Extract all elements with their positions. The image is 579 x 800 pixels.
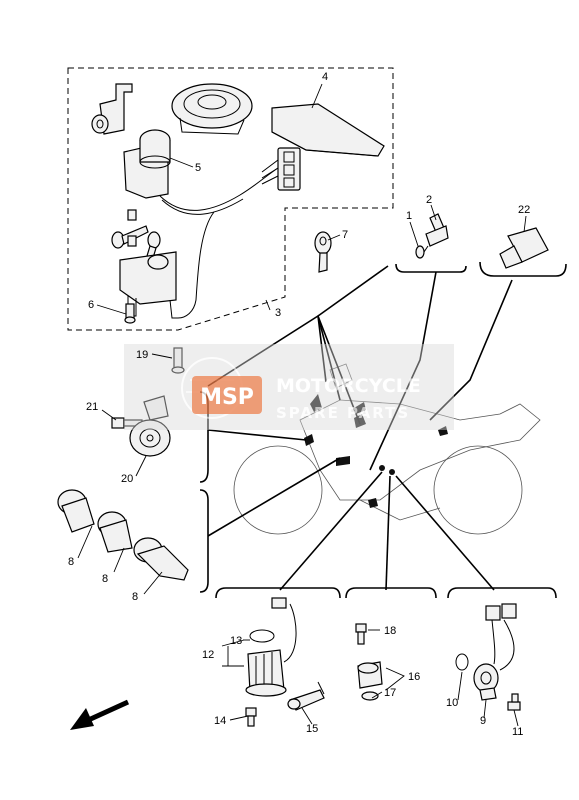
part-label-18[interactable]: 18 [384, 625, 396, 637]
part-label-2[interactable]: 2 [426, 194, 432, 206]
front-direction-arrow-icon [70, 699, 130, 730]
watermark: MSP MOTORCYCLE SPARE PARTS [124, 344, 454, 430]
part-13-o-ring[interactable] [249, 629, 275, 643]
part-18-bolt[interactable] [355, 623, 367, 645]
part-2-sensor[interactable] [423, 213, 449, 253]
part-labels: 4 5 6 3 7 1 2 22 19 21 20 8 8 8 13 12 14… [68, 71, 530, 738]
callout-bracket-1-2 [395, 263, 467, 273]
part-label-1[interactable]: 1 [406, 210, 412, 222]
part-label-7[interactable]: 7 [342, 229, 348, 241]
part-label-16[interactable]: 16 [408, 671, 420, 683]
part-7-key[interactable] [314, 231, 332, 273]
motorcycle-silhouette [233, 363, 541, 535]
part-22-relay[interactable] [499, 227, 549, 269]
part-20-horn[interactable] [129, 419, 171, 457]
watermark-line1: MOTORCYCLE [276, 375, 421, 397]
part-label-13[interactable]: 13 [230, 635, 242, 647]
part-number-leaders [77, 83, 527, 727]
part-9-sensor[interactable] [473, 603, 517, 701]
part-14-bolt[interactable] [245, 707, 257, 727]
part-11-bolt[interactable] [507, 693, 521, 711]
part-16-sensor[interactable] [357, 661, 383, 689]
callout-bracket-22 [479, 261, 567, 277]
part-label-15[interactable]: 15 [306, 723, 318, 735]
callout-bracket-sensor-9 [447, 587, 557, 599]
part-label-8c[interactable]: 8 [132, 591, 138, 603]
part-label-8b[interactable]: 8 [102, 573, 108, 585]
part-label-21[interactable]: 21 [86, 401, 98, 413]
part-1-o-ring[interactable] [415, 245, 425, 259]
part-label-3[interactable]: 3 [275, 307, 281, 319]
part-6-bolt[interactable] [124, 303, 136, 324]
callout-bracket-switches [199, 489, 209, 593]
part-label-10[interactable]: 10 [446, 697, 458, 709]
watermark-logo: MSP [200, 385, 254, 410]
part-19-bolt[interactable] [171, 347, 185, 374]
part-8-switch-c[interactable] [133, 537, 189, 581]
part-4-pad[interactable] [271, 103, 385, 157]
part-8-switch-b[interactable] [97, 511, 133, 553]
part-10-o-ring[interactable] [455, 653, 469, 671]
callout-bracket-fuel-sender [215, 587, 341, 599]
part-label-20[interactable]: 20 [121, 473, 133, 485]
part-label-4[interactable]: 4 [322, 71, 328, 83]
part-label-22[interactable]: 22 [518, 204, 530, 216]
part-label-5[interactable]: 5 [195, 162, 201, 174]
part-label-8a[interactable]: 8 [68, 556, 74, 568]
switch-wire-harness [159, 167, 279, 215]
part-17-gasket[interactable] [361, 691, 379, 701]
callout-bracket-sensor-16 [345, 587, 437, 599]
seat-lock[interactable] [91, 83, 133, 135]
lock-body[interactable] [119, 209, 178, 319]
part-label-17[interactable]: 17 [384, 687, 396, 699]
callout-leaders [207, 265, 513, 591]
watermark-line2: SPARE PARTS [276, 404, 410, 422]
part-label-19[interactable]: 19 [136, 349, 148, 361]
part-15-bracket[interactable] [287, 681, 325, 711]
part-12-fuel-sender[interactable] [245, 597, 297, 697]
part-label-9[interactable]: 9 [480, 715, 486, 727]
part-label-14[interactable]: 14 [214, 715, 226, 727]
part-label-6[interactable]: 6 [88, 299, 94, 311]
wire-loop [177, 211, 215, 319]
part-label-11[interactable]: 11 [512, 726, 523, 738]
fuel-cap[interactable] [171, 83, 253, 135]
switch-connector[interactable] [261, 147, 301, 191]
part-8-switch-a[interactable] [57, 489, 95, 533]
part-label-12[interactable]: 12 [202, 649, 214, 661]
assembly-group-dashed-box [67, 67, 394, 331]
horn-bracket[interactable] [143, 395, 169, 421]
part-5-main-switch[interactable] [123, 129, 171, 199]
